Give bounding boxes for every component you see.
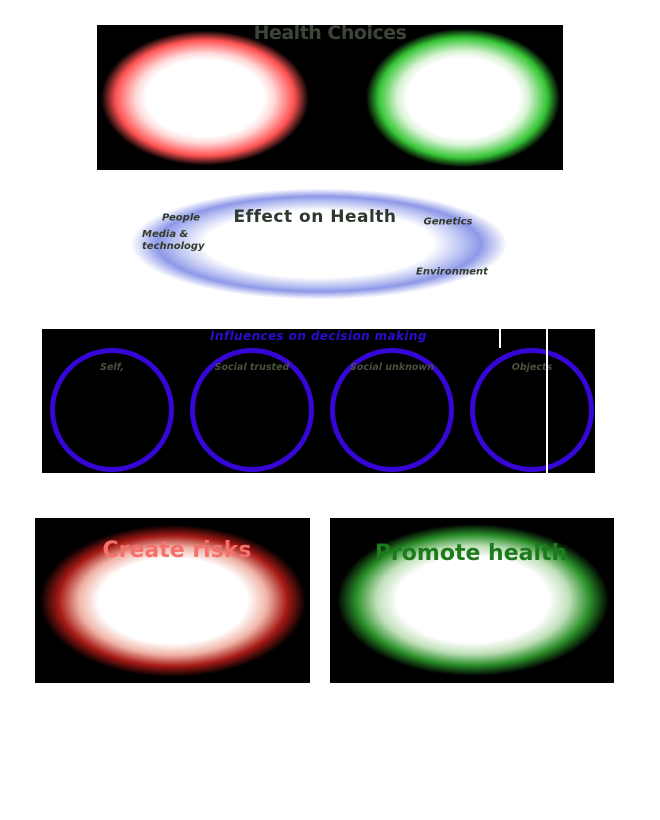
- label-environment: Environment: [416, 266, 488, 278]
- promote-health-ellipse: [337, 524, 609, 676]
- stray-white-line-short: [499, 329, 501, 348]
- stray-white-line-long: [546, 329, 548, 473]
- label-people: People: [161, 212, 201, 224]
- circle-social-unknown-label: Social unknown: [350, 362, 434, 373]
- create-risks-ellipse: [40, 525, 306, 677]
- circle-self-label: Self,: [100, 362, 124, 373]
- create-risks-panel: Create risks: [35, 518, 310, 683]
- effect-on-health-ellipse: [129, 188, 509, 300]
- circle-objects: Objects: [470, 348, 594, 472]
- promote-health-panel: Promote health: [330, 518, 614, 683]
- circle-social-trusted: Social trusted: [190, 348, 314, 472]
- promote-health-title: Promote health: [374, 541, 568, 566]
- circle-self: Self,: [50, 348, 174, 472]
- label-media-technology: Media & technology: [142, 229, 205, 252]
- create-risks-title: Create risks: [102, 538, 252, 563]
- health-choices-panel: Health Choices: [97, 22, 563, 170]
- health-ellipse: [365, 28, 561, 168]
- risk-ellipse: [100, 30, 310, 166]
- influences-panel: Influences on decision making Self, Soci…: [42, 329, 595, 473]
- circle-social-unknown: Social unknown: [330, 348, 454, 472]
- circle-objects-label: Objects: [511, 362, 553, 373]
- influences-title: Influences on decision making: [210, 329, 427, 343]
- effect-on-health-title: Effect on Health: [233, 207, 397, 227]
- circle-social-trusted-label: Social trusted: [214, 362, 290, 373]
- label-genetics: Genetics: [423, 216, 473, 228]
